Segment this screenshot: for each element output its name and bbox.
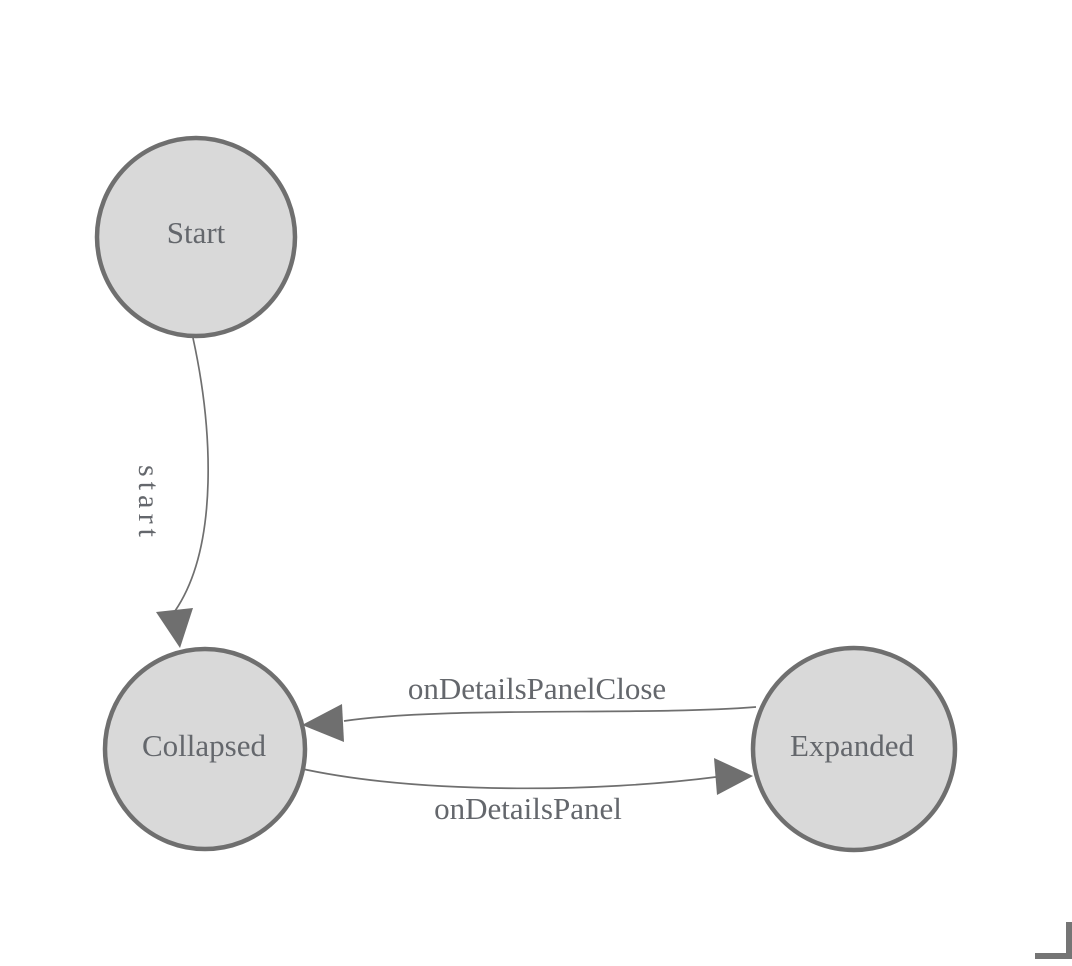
state-label: Collapsed [142,728,266,763]
edge-line [343,706,757,722]
edge-label-ondetailspanel: onDetailsPanel [434,791,622,826]
edge-line [297,767,717,790]
edge-line [174,337,209,612]
arrowhead-icon [714,758,753,795]
edge-collapsed-to-expanded: onDetailsPanel [297,758,753,826]
vertical-scrollbar-thumb[interactable] [1066,922,1072,958]
arrowhead-icon [302,704,344,742]
state-circle[interactable] [102,646,308,852]
node-start[interactable]: Start [94,135,298,339]
state-label: Expanded [790,728,914,763]
arrowhead-icon [156,608,193,648]
state-circle[interactable] [750,645,958,853]
node-expanded[interactable]: Expanded [750,645,958,853]
state-label: Start [167,215,226,250]
edge-expanded-to-collapsed: onDetailsPanelClose [302,671,757,742]
edge-label-start: start [132,465,165,538]
node-collapsed[interactable]: Collapsed [102,646,308,852]
edge-start-to-collapsed: start [132,337,209,648]
horizontal-scrollbar-thumb[interactable] [1035,953,1072,959]
edge-label-ondetailspanelclose: onDetailsPanelClose [408,671,666,706]
state-circle[interactable] [94,135,298,339]
